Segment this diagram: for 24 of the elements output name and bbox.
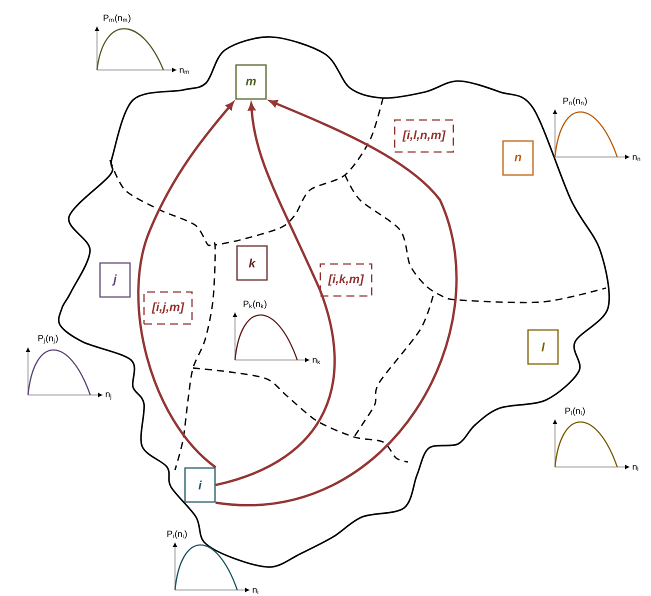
axis-label: n$_{n}$ bbox=[632, 155, 640, 161]
axis-label: P$_{n}$(n$_{n}$) bbox=[563, 97, 587, 106]
region-box: i bbox=[184, 467, 216, 503]
axis-label: P$_{j}$(n$_{j}$) bbox=[38, 334, 58, 344]
axis-label: n$_{j}$ bbox=[106, 392, 112, 400]
axis-label: n$_{k}$ bbox=[312, 358, 320, 364]
path-label-box: [i,j,m] bbox=[143, 291, 193, 325]
path-label-box: [i,k,m] bbox=[320, 263, 372, 297]
axis-label: P$_{l}$(n$_{l}$) bbox=[565, 407, 585, 416]
axis-label: n$_{l}$ bbox=[632, 464, 638, 472]
region-box: n bbox=[502, 140, 534, 176]
axis-label: P$_{i}$(n$_{i}$) bbox=[167, 530, 187, 539]
region-box: j bbox=[99, 262, 131, 298]
axis-label: n$_{m}$ bbox=[180, 68, 189, 74]
axis-label: n$_{i}$ bbox=[252, 588, 258, 594]
region-box: k bbox=[236, 245, 268, 281]
arrow bbox=[137, 102, 234, 468]
path-label-box: [i,l,n,m] bbox=[394, 119, 454, 153]
axis-label: P$_{m}$(n$_{m}$) bbox=[104, 14, 130, 23]
arrow bbox=[215, 102, 336, 486]
region-box: l bbox=[527, 329, 559, 365]
arrow bbox=[216, 100, 458, 506]
axis-label: P$_{k}$(n$_{k}$) bbox=[244, 300, 266, 309]
region-box: m bbox=[235, 64, 267, 100]
